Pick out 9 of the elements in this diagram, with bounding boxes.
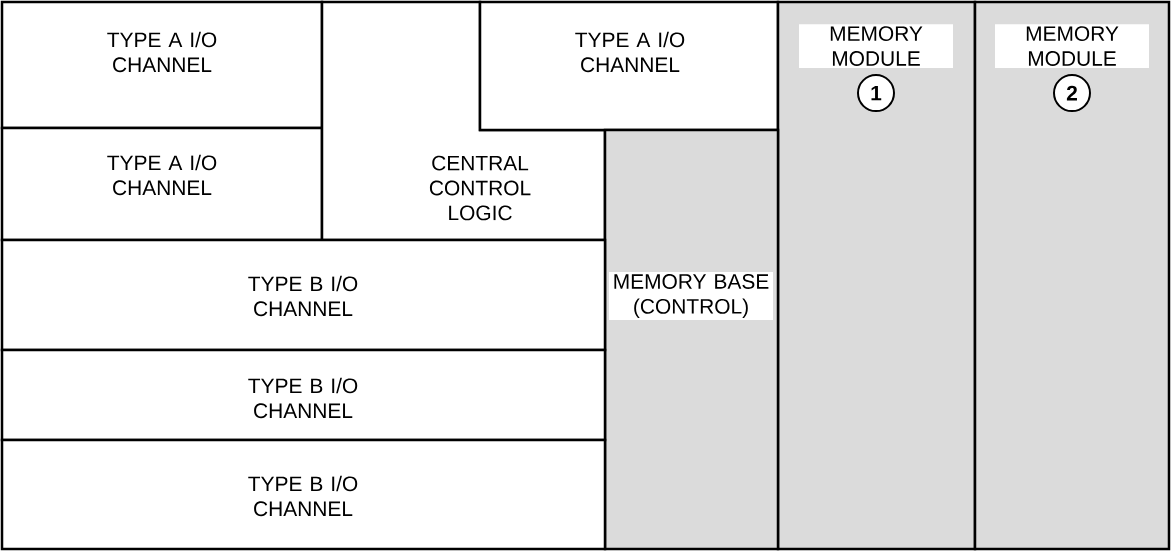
memory-module-box: MEMORY MODULE 2 [973, 0, 1171, 551]
memory-base-box: MEMORY BASE (CONTROL) [603, 128, 780, 551]
channel-box: TYPE A I/O CHANNEL [478, 0, 780, 132]
channel-box: TYPE B I/O CHANNEL [0, 238, 607, 352]
memory-module-box: MEMORY MODULE 1 [776, 0, 977, 551]
channel-box: TYPE A I/O CHANNEL [0, 126, 324, 242]
channel-box: TYPE A I/O CHANNEL [0, 0, 324, 130]
channel-box: TYPE B I/O CHANNEL [0, 348, 607, 442]
channel-box: TYPE B I/O CHANNEL [0, 438, 607, 551]
